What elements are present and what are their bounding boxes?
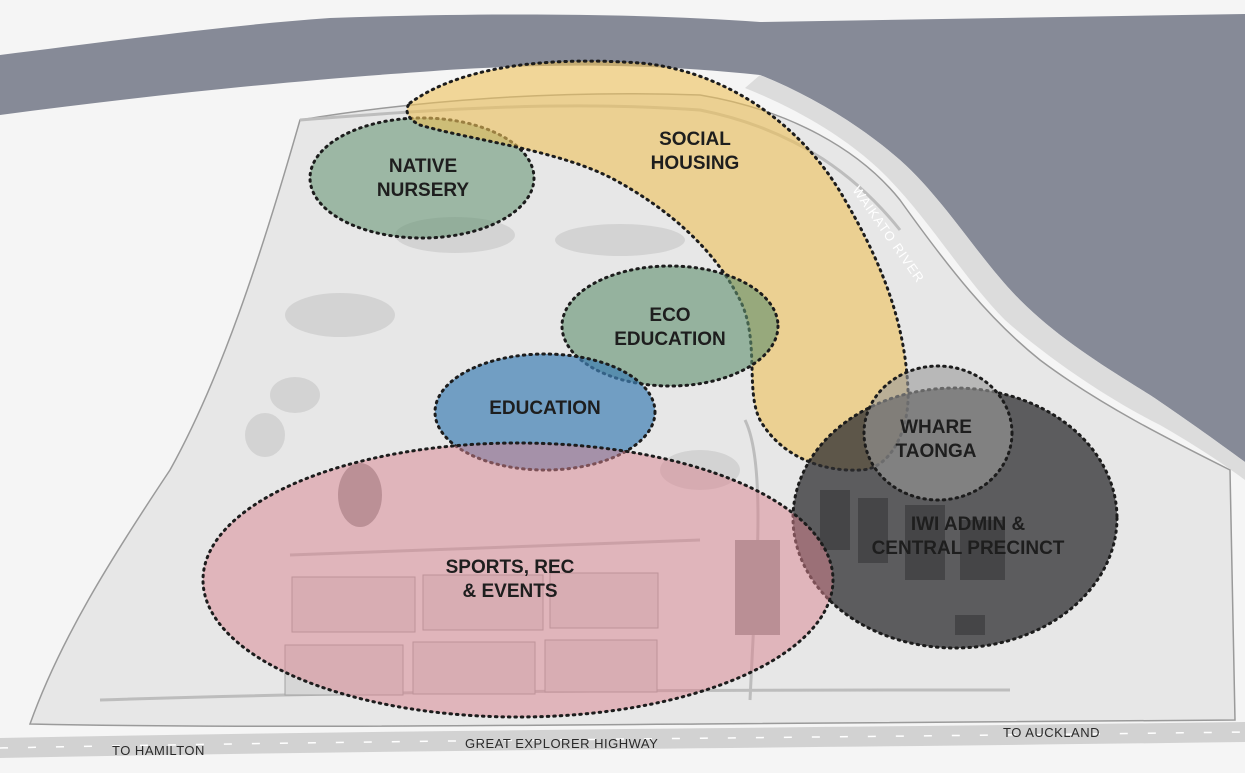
- label-line: SOCIAL: [659, 129, 731, 150]
- label-education: EDUCATION: [489, 398, 601, 419]
- label-line: HOUSING: [651, 153, 740, 174]
- label-iwi-admin: IWI ADMIN & CENTRAL PRECINCT: [872, 514, 1065, 559]
- zone-overlays: [201, 59, 1119, 719]
- waikato-river: [0, 14, 1245, 462]
- label-line: SPORTS, REC: [446, 557, 575, 578]
- zone-eco-education[interactable]: [560, 264, 780, 388]
- label-social-housing: SOCIAL HOUSING: [651, 129, 740, 174]
- label-line: NATIVE: [389, 156, 457, 177]
- label-whare-taonga: WHARE TAONGA: [896, 417, 977, 462]
- label-line: ECO: [649, 305, 690, 326]
- zone-social-housing[interactable]: [405, 59, 910, 472]
- label-line: NURSERY: [377, 180, 470, 201]
- label-line: EDUCATION: [489, 398, 601, 419]
- to-auckland-label: TO AUCKLAND: [1003, 725, 1100, 740]
- river-bank: [745, 75, 1245, 480]
- zone-sports-rec[interactable]: [201, 441, 835, 719]
- label-line: TAONGA: [896, 441, 977, 462]
- zone-native-nursery[interactable]: [308, 116, 536, 240]
- highway-label: GREAT EXPLORER HIGHWAY: [465, 736, 658, 751]
- label-sports-rec: SPORTS, REC & EVENTS: [446, 557, 575, 602]
- zone-whare-taonga[interactable]: [862, 364, 1014, 502]
- label-line: IWI ADMIN &: [911, 514, 1026, 535]
- label-line: CENTRAL PRECINCT: [872, 538, 1065, 559]
- great-explorer-highway: [0, 722, 1245, 758]
- label-eco-education: ECO EDUCATION: [614, 305, 726, 350]
- zone-labels: NATIVE NURSERY SOCIAL HOUSING ECO EDUCATION…: [377, 129, 1065, 602]
- to-hamilton-label: TO HAMILTON: [112, 743, 205, 758]
- label-line: EDUCATION: [614, 329, 726, 350]
- label-line: WHARE: [900, 417, 972, 438]
- label-line: & EVENTS: [462, 581, 557, 602]
- label-native-nursery: NATIVE NURSERY: [377, 156, 470, 201]
